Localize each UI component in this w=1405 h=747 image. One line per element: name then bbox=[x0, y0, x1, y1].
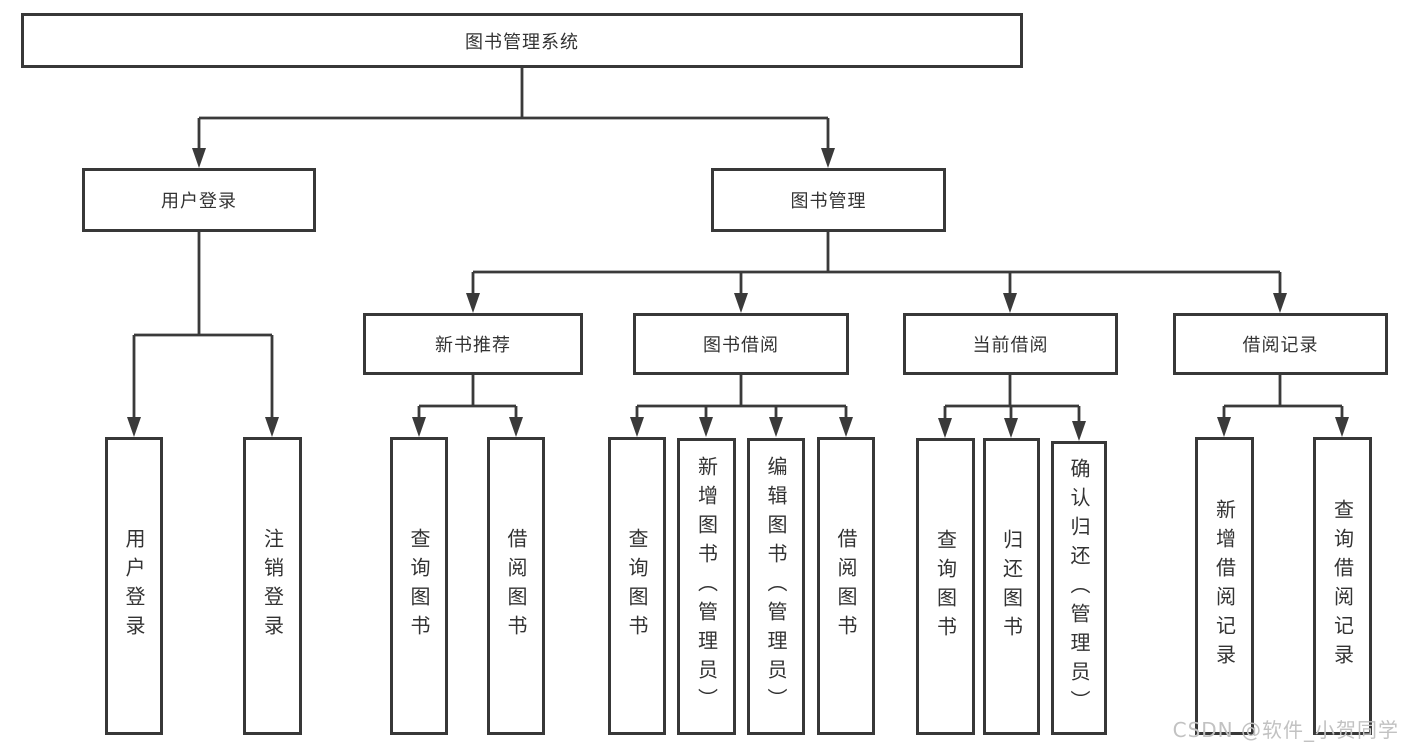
leaf-edit-book-admin: 编辑图书（管理员） bbox=[747, 438, 805, 735]
node-book-management: 图书管理 bbox=[711, 168, 946, 232]
leaf-add-book-admin-label: 新增图书（管理员） bbox=[694, 456, 719, 717]
node-root-label: 图书管理系统 bbox=[465, 31, 579, 53]
leaf-edit-book-admin-label: 编辑图书（管理员） bbox=[764, 456, 788, 717]
leaf-query-borrow-record-label: 查询借阅记录 bbox=[1330, 499, 1355, 673]
leaf-query-book-2: 查询图书 bbox=[608, 437, 666, 735]
node-user-login-label: 用户登录 bbox=[161, 191, 237, 212]
leaf-query-book-3-label: 查询图书 bbox=[933, 528, 958, 645]
leaf-borrow-book-2-label: 借阅图书 bbox=[834, 528, 858, 644]
node-book-borrow-label: 图书借阅 bbox=[703, 335, 779, 356]
leaf-borrow-book-1: 借阅图书 bbox=[487, 437, 545, 735]
node-current-borrow: 当前借阅 bbox=[903, 313, 1118, 375]
leaf-add-borrow-record-label: 新增借阅记录 bbox=[1212, 499, 1237, 673]
leaf-query-book-1: 查询图书 bbox=[390, 437, 448, 735]
node-root: 图书管理系统 bbox=[21, 13, 1023, 68]
node-user-login: 用户登录 bbox=[82, 168, 316, 232]
watermark-text: CSDN @软件_小贺同学 bbox=[1172, 718, 1399, 742]
leaf-borrow-book-2: 借阅图书 bbox=[817, 437, 875, 735]
leaf-return-book: 归还图书 bbox=[983, 438, 1040, 735]
leaf-borrow-book-1-label: 借阅图书 bbox=[504, 528, 528, 644]
leaf-add-borrow-record: 新增借阅记录 bbox=[1195, 437, 1254, 735]
leaf-confirm-return-admin: 确认归还（管理员） bbox=[1051, 441, 1107, 735]
leaf-confirm-return-admin-label: 确认归还（管理员） bbox=[1067, 457, 1091, 719]
leaf-return-book-label: 归还图书 bbox=[999, 528, 1024, 645]
node-current-borrow-label: 当前借阅 bbox=[972, 335, 1049, 356]
leaf-query-book-2-label: 查询图书 bbox=[625, 528, 649, 644]
leaf-query-book-1-label: 查询图书 bbox=[407, 528, 431, 644]
node-borrow-records: 借阅记录 bbox=[1173, 313, 1388, 375]
leaf-query-book-3: 查询图书 bbox=[916, 438, 975, 735]
node-new-book-recommend-label: 新书推荐 bbox=[435, 335, 511, 356]
leaf-user-login: 用户登录 bbox=[105, 437, 163, 735]
node-new-book-recommend: 新书推荐 bbox=[363, 313, 583, 375]
node-borrow-records-label: 借阅记录 bbox=[1242, 335, 1319, 356]
leaf-logout: 注销登录 bbox=[243, 437, 302, 735]
leaf-logout-label: 注销登录 bbox=[260, 528, 285, 644]
leaf-add-book-admin: 新增图书（管理员） bbox=[677, 438, 736, 735]
leaf-query-borrow-record: 查询借阅记录 bbox=[1313, 437, 1372, 735]
node-book-management-label: 图书管理 bbox=[790, 191, 867, 212]
leaf-user-login-label: 用户登录 bbox=[122, 528, 146, 644]
node-book-borrow: 图书借阅 bbox=[633, 313, 849, 375]
